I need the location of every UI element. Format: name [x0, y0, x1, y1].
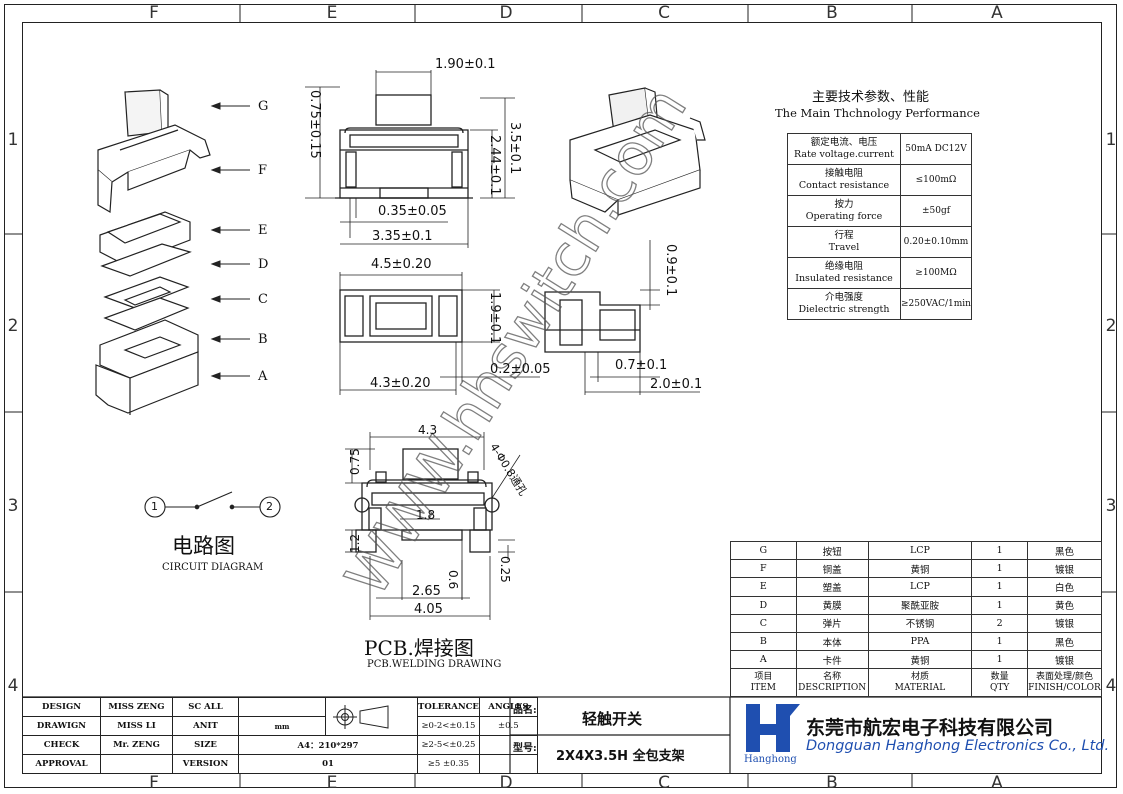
iso-view	[569, 87, 706, 216]
exploded-label-f: F	[258, 163, 268, 178]
product-model-label: 型号:	[513, 743, 537, 754]
company-logo	[742, 702, 800, 754]
circuit-node-2: 2	[266, 500, 273, 513]
circuit-title-cn: 电路图	[172, 534, 235, 558]
dim-inner-w: 0.35±0.05	[378, 204, 447, 219]
zone-top-c: C	[658, 3, 670, 23]
pcb-dim-top: 4.3	[418, 423, 438, 437]
row-left-2: 2	[7, 316, 19, 336]
dim-side-w2: 2.0±0.1	[650, 377, 703, 392]
plan-view	[339, 272, 540, 395]
row-right-2: 2	[1105, 316, 1117, 336]
pcb-dim-18: 1.8	[416, 508, 436, 522]
row-right-3: 3	[1105, 496, 1117, 516]
pcb-dim-075: 0.75	[348, 448, 362, 475]
pcb-drawing	[345, 432, 521, 620]
inner-frame	[22, 22, 1102, 774]
pcb-dim-025: 0.25	[498, 556, 512, 583]
dim-right-h1: 3.5±0.1	[507, 122, 522, 175]
circuit-diagram	[144, 491, 281, 518]
dim-outer-w: 3.35±0.1	[372, 229, 433, 244]
zone-top-d: D	[499, 3, 513, 23]
dim-plan-w: 4.5±0.20	[371, 257, 432, 272]
exploded-label-c: C	[258, 292, 268, 307]
row-right-4: 4	[1105, 676, 1117, 696]
exploded-label-a: A	[258, 369, 268, 384]
front-view	[305, 70, 515, 248]
exploded-label-e: E	[258, 223, 268, 238]
company-name-en: Dongguan Hanghong Electronics Co., Ltd.	[806, 738, 1110, 754]
dim-plan-bottom: 4.3±0.20	[370, 376, 431, 391]
zone-top-e: E	[326, 3, 338, 23]
row-right-1: 1	[1105, 130, 1117, 150]
row-left-3: 3	[7, 496, 19, 516]
product-name-label: 品名:	[513, 705, 537, 716]
zone-bottom-b: B	[826, 773, 838, 793]
side-view	[544, 240, 700, 395]
product-model: 2X4X3.5H 全包支架	[556, 749, 685, 764]
circuit-title-en: CIRCUIT DIAGRAM	[162, 562, 264, 573]
pcb-title-en: PCB.WELDING DRAWING	[367, 659, 502, 670]
company-logo-text: Hanghong	[744, 754, 797, 765]
outer-frame	[4, 4, 1117, 788]
dim-left-h: 0.75±0.15	[307, 90, 322, 159]
row-left-1: 1	[7, 130, 19, 150]
zone-top-f: F	[149, 3, 159, 23]
zone-bottom-a: A	[991, 773, 1003, 793]
zone-bottom-c: C	[658, 773, 670, 793]
dim-plan-h: 1.9±0.1	[487, 292, 502, 345]
spec-title-cn: 主要技术参数、性能	[812, 90, 930, 105]
zone-bottom-e: E	[326, 773, 338, 793]
exploded-label-b: B	[258, 332, 268, 347]
pcb-dim-12: 1.2	[348, 533, 362, 553]
circuit-node-1: 1	[151, 500, 158, 513]
dim-right-h2: 2.44±0.1	[487, 135, 502, 196]
projection-cell	[325, 697, 418, 736]
zone-top-b: B	[826, 3, 838, 23]
pcb-title-cn: PCB.焊接图	[364, 636, 474, 660]
product-name: 轻触开关	[582, 710, 643, 728]
zone-bottom-d: D	[499, 773, 513, 793]
dim-gap: 0.2±0.05	[490, 362, 551, 377]
exploded-arrows	[210, 102, 250, 380]
pcb-dim-405: 4.05	[414, 602, 443, 617]
dim-side-h: 0.9±0.1	[663, 244, 678, 297]
pcb-dim-06: 0.6	[446, 570, 460, 590]
pcb-dim-265: 2.65	[412, 584, 441, 599]
spec-title-en: The Main Thchnology Performance	[775, 106, 980, 120]
dim-top-width: 1.90±0.1	[435, 57, 496, 72]
dim-side-w1: 0.7±0.1	[615, 358, 668, 373]
zone-top-a: A	[991, 3, 1003, 23]
exploded-label-d: D	[258, 257, 269, 272]
exploded-view	[95, 89, 211, 415]
exploded-label-g: G	[258, 99, 269, 114]
zone-bottom-f: F	[149, 773, 159, 793]
row-left-4: 4	[7, 676, 19, 696]
company-name-cn: 东莞市航宏电子科技有限公司	[806, 717, 1054, 739]
